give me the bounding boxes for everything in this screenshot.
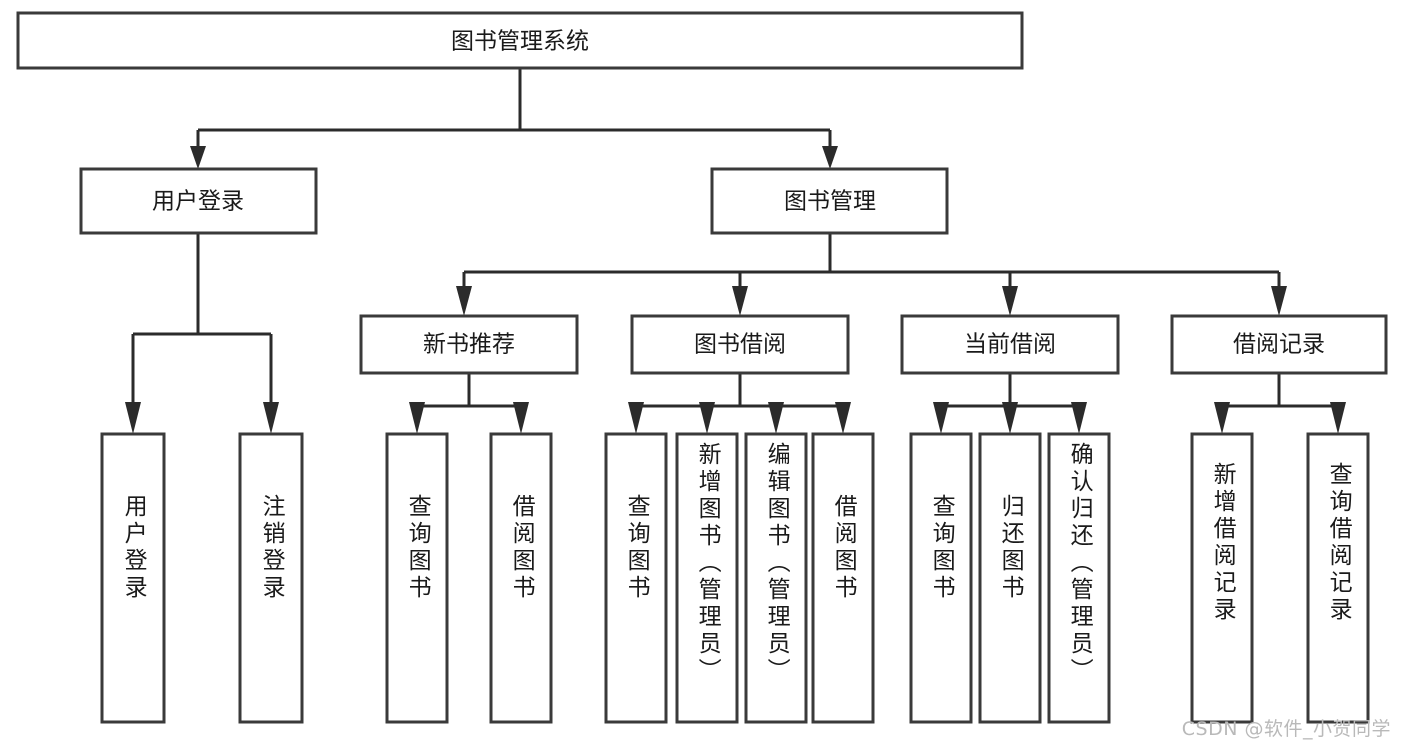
arrow-head-leaf-borrow-book-1 [513, 402, 529, 434]
connector-group-userlogin-to-leaves [125, 233, 279, 434]
connector-group-bookmgmt-to-level3 [456, 233, 1287, 316]
node-leaf-query-book-1-box[interactable] [385, 432, 449, 724]
node-leaf-borrow-book-2-box[interactable] [811, 432, 875, 724]
node-current-borrow-label: 当前借阅 [964, 332, 1056, 358]
node-new-book-recommend[interactable]: 新书推荐 [359, 314, 579, 375]
arrow-head-user-login [190, 146, 206, 169]
node-leaf-logout-box[interactable] [238, 432, 304, 724]
node-leaf-add-book-box[interactable] [675, 432, 739, 724]
node-leaf-confirm-return-box[interactable] [1047, 432, 1111, 724]
node-borrow-record-box [1170, 314, 1388, 375]
node-new-book-recommend-box [359, 314, 579, 375]
node-borrow-record-label: 借阅记录 [1233, 332, 1325, 358]
node-leaf-query-book-2-box[interactable] [604, 432, 668, 724]
node-new-book-recommend-label: 新书推荐 [423, 332, 515, 358]
arrow-head-borrow-record [1271, 286, 1287, 316]
node-leaf-user-login-box[interactable] [100, 432, 166, 724]
arrow-head-leaf-add-book [699, 402, 715, 434]
node-book-management[interactable]: 图书管理 [710, 167, 949, 235]
node-book-borrow-label: 图书借阅 [694, 332, 786, 358]
arrow-head-leaf-user-login [125, 402, 141, 434]
node-leaf-return-book-box[interactable] [978, 432, 1042, 724]
arrow-head-leaf-borrow-book-2 [835, 402, 851, 434]
node-book-borrow-box [630, 314, 850, 375]
connector-group-currentborrow-to-leaves [933, 373, 1087, 434]
arrow-head-leaf-query-book-3 [933, 402, 949, 434]
arrow-head-leaf-return-book [1002, 402, 1018, 434]
node-user-login-box [79, 167, 318, 235]
node-leaf-query-book-3-box[interactable] [909, 432, 973, 724]
arrow-head-new-book-recommend [456, 286, 472, 316]
csdn-watermark: CSDN @软件_小贺同学 [1181, 718, 1391, 740]
arrow-head-book-management [822, 146, 838, 169]
connector-group-newbook-to-leaves [409, 373, 529, 434]
arrow-head-current-borrow [1002, 286, 1018, 316]
node-user-login-label: 用户登录 [152, 189, 244, 215]
arrow-head-leaf-logout [263, 402, 279, 434]
arrow-head-leaf-confirm-return [1071, 402, 1087, 434]
node-leaf-add-record-box[interactable] [1190, 432, 1254, 724]
node-user-login[interactable]: 用户登录 [79, 167, 318, 235]
node-leaf-borrow-book-1-box[interactable] [489, 432, 553, 724]
node-root-label: 图书管理系统 [451, 29, 589, 55]
arrow-head-leaf-add-record [1214, 402, 1230, 434]
arrow-head-leaf-query-record [1330, 402, 1346, 434]
node-current-borrow-box [900, 314, 1120, 375]
node-borrow-record[interactable]: 借阅记录 [1170, 314, 1388, 375]
node-current-borrow[interactable]: 当前借阅 [900, 314, 1120, 375]
connector-group-borrowrecord-to-leaves [1214, 373, 1346, 434]
arrow-head-leaf-query-book-2 [628, 402, 644, 434]
arrow-head-leaf-edit-book [768, 402, 784, 434]
node-book-borrow[interactable]: 图书借阅 [630, 314, 850, 375]
arrow-head-leaf-query-book-1 [409, 402, 425, 434]
node-leaf-query-record-box[interactable] [1306, 432, 1370, 724]
node-book-management-box [710, 167, 949, 235]
connector-group-root-to-level2 [190, 68, 838, 169]
arrow-head-book-borrow [732, 286, 748, 316]
leaf-boxes [100, 432, 1370, 724]
node-root[interactable]: 图书管理系统 [16, 11, 1024, 70]
node-book-management-label: 图书管理 [784, 189, 876, 215]
connector-group-bookborrow-to-leaves [628, 373, 851, 434]
node-root-box [16, 11, 1024, 70]
node-leaf-edit-book-box[interactable] [744, 432, 808, 724]
